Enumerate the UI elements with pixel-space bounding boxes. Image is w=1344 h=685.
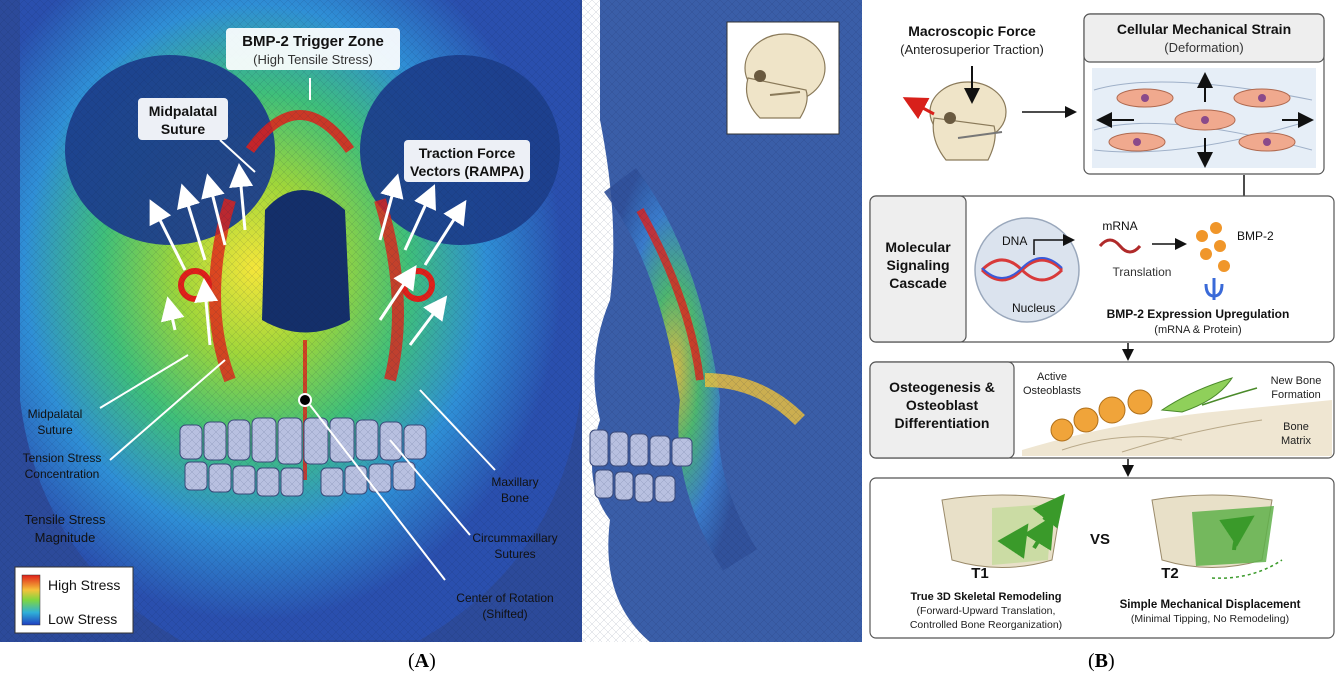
t2-subtitle: (Minimal Tipping, No Remodeling) — [1131, 613, 1289, 625]
t1-subtitle-2: Controlled Bone Reorganization) — [910, 619, 1062, 631]
label-midpalatal-top-2: Suture — [161, 121, 206, 137]
cellular-subtitle: (Deformation) — [1164, 40, 1243, 55]
legend-high-label: High Stress — [48, 577, 120, 593]
panel-b-svg: Macroscopic Force (Anterosuperior Tracti… — [869, 13, 1335, 639]
bmp2-protein-icon — [1196, 222, 1230, 300]
t1-title: True 3D Skeletal Remodeling — [911, 591, 1062, 603]
label-tensile-1: Tensile Stress — [25, 512, 106, 527]
caption-b-letter: B — [1094, 650, 1109, 672]
vs-label: VS — [1090, 531, 1110, 548]
molecular-label-3: Cascade — [889, 275, 947, 291]
label-bmp-trigger-title: BMP-2 Trigger Zone — [242, 33, 384, 50]
active-osteoblasts-2: Osteoblasts — [1023, 385, 1082, 397]
caption-b: (B) — [1088, 650, 1115, 673]
label-circum-2: Sutures — [494, 547, 535, 561]
active-osteoblasts-1: Active — [1037, 371, 1067, 383]
bmp-expression-subtitle: (mRNA & Protein) — [1154, 324, 1241, 336]
molecular-label-2: Signaling — [887, 257, 950, 273]
t2-title: Simple Mechanical Displacement — [1120, 599, 1301, 611]
translation-label: Translation — [1113, 265, 1172, 279]
bmp2-label: BMP-2 — [1237, 229, 1274, 243]
label-midpalatal-top-1: Midpalatal — [149, 103, 217, 119]
bone-matrix-1: Bone — [1283, 421, 1309, 433]
osteoblast-illustration — [1022, 377, 1332, 456]
caption-a: (A) — [408, 650, 436, 673]
caption-b-open: ( — [1088, 650, 1095, 672]
traction-arrows — [149, 163, 467, 346]
label-midpalatal-1: Midpalatal — [28, 407, 83, 421]
molecular-label-1: Molecular — [885, 239, 951, 255]
caption-a-letter: A — [414, 650, 430, 672]
label-circum-1: Circummaxillary — [472, 531, 557, 545]
bone-matrix-2: Matrix — [1281, 435, 1311, 447]
osteo-label-1: Osteogenesis & — [889, 379, 995, 395]
cell-deformation-illustration — [1092, 68, 1316, 168]
panel-b-pathway: Macroscopic Force (Anterosuperior Tracti… — [862, 0, 1344, 642]
stress-legend: High Stress Low Stress — [14, 566, 134, 634]
cellular-title: Cellular Mechanical Strain — [1117, 21, 1291, 37]
caption-a-close: ) — [429, 650, 436, 672]
leader-lines — [99, 78, 496, 581]
t2-label: T2 — [1161, 565, 1179, 582]
t1-subtitle-1: (Forward-Upward Translation, — [917, 605, 1056, 617]
center-of-rotation-marker — [298, 393, 312, 407]
label-traction-1: Traction Force — [419, 145, 516, 161]
t1-label: T1 — [971, 565, 989, 582]
panel-a-stress-model: BMP-2 Trigger Zone (High Tensile Stress)… — [0, 0, 862, 642]
inset-skull-icon — [744, 33, 826, 119]
caption-a-open: ( — [408, 650, 415, 672]
t1-jaw-illustration — [941, 493, 1065, 568]
dna-label: DNA — [1002, 234, 1027, 248]
label-maxillary-2: Bone — [501, 491, 529, 505]
mrna-wave-icon — [1098, 238, 1142, 254]
new-bone-2: Formation — [1271, 389, 1321, 401]
caption-b-close: ) — [1108, 650, 1115, 672]
label-bmp-trigger-sub: (High Tensile Stress) — [253, 52, 373, 67]
label-tensile-2: Magnitude — [35, 530, 96, 545]
bmp-expression-title: BMP-2 Expression Upregulation — [1107, 307, 1290, 321]
label-tension-2: Concentration — [25, 467, 100, 481]
panel-a-svg: BMP-2 Trigger Zone (High Tensile Stress)… — [0, 0, 862, 642]
mrna-label: mRNA — [1102, 219, 1137, 233]
osteo-label-2: Osteoblast — [906, 397, 979, 413]
macro-force-title: Macroscopic Force — [908, 23, 1036, 39]
nucleus-icon — [974, 217, 1080, 323]
macro-skull-icon — [902, 66, 1007, 161]
nucleus-label: Nucleus — [1012, 301, 1055, 315]
legend-low-label: Low Stress — [48, 611, 117, 627]
label-center-1: Center of Rotation — [456, 591, 553, 605]
label-midpalatal-2: Suture — [37, 423, 73, 437]
label-traction-2: Vectors (RAMPA) — [410, 163, 524, 179]
new-bone-1: New Bone — [1271, 375, 1322, 387]
t2-jaw-illustration — [1151, 494, 1283, 579]
label-maxillary-1: Maxillary — [491, 475, 538, 489]
label-center-2: (Shifted) — [482, 607, 527, 621]
macro-force-subtitle: (Anterosuperior Traction) — [900, 42, 1044, 57]
osteo-label-3: Differentiation — [895, 415, 990, 431]
label-tension-1: Tension Stress — [23, 451, 102, 465]
